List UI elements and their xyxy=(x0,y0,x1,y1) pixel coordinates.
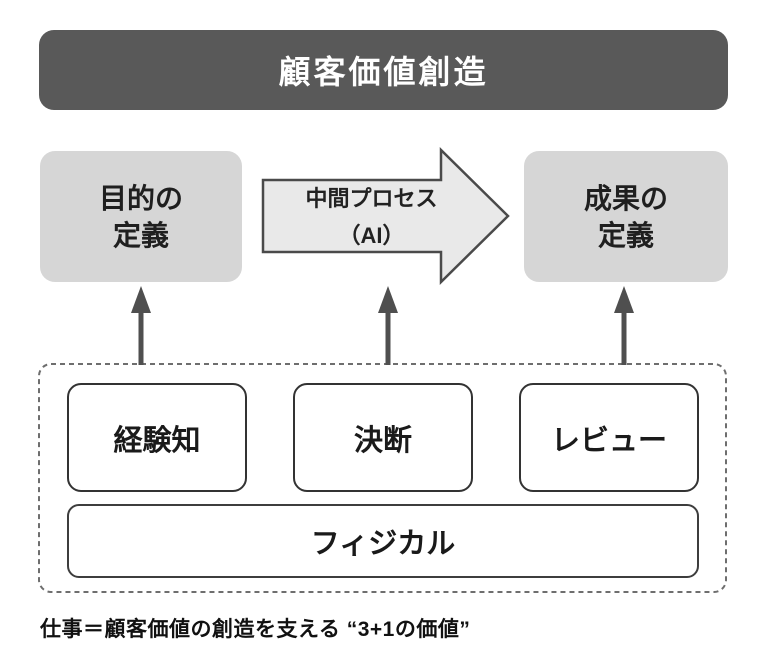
up-arrow-right-icon xyxy=(614,286,634,365)
value-box-experience: 経験知 xyxy=(67,383,247,492)
purpose-definition-line1: 目的の xyxy=(98,182,183,214)
up-arrow-middle-icon xyxy=(378,286,398,365)
outcome-definition-box: 成果の 定義 xyxy=(524,151,728,282)
process-arrow-label: 中間プロセス （AI） xyxy=(263,181,480,253)
outcome-definition-line2: 定義 xyxy=(597,219,654,251)
value-box-experience-label: 経験知 xyxy=(113,424,201,457)
value-box-decision: 決断 xyxy=(293,383,473,492)
value-box-decision-label: 決断 xyxy=(353,424,412,457)
customer-value-title-box: 顧客価値創造 xyxy=(39,30,728,110)
diagram-caption: 仕事＝顧客価値の創造を支える “3+1の価値” xyxy=(40,618,471,641)
purpose-definition-line2: 定義 xyxy=(112,219,169,251)
up-arrow-left-icon xyxy=(131,286,151,365)
physical-base-label: フィジカル xyxy=(310,528,456,560)
value-box-review: レビュー xyxy=(519,383,699,492)
purpose-definition-box: 目的の 定義 xyxy=(40,151,242,282)
customer-value-title: 顧客価値創造 xyxy=(278,54,489,90)
process-arrow-line2: （AI） xyxy=(338,223,405,248)
process-arrow-line1: 中間プロセス xyxy=(305,186,438,211)
physical-base-box: フィジカル xyxy=(67,504,699,578)
outcome-definition-line1: 成果の xyxy=(583,182,668,214)
value-box-review-label: レビュー xyxy=(550,424,667,457)
